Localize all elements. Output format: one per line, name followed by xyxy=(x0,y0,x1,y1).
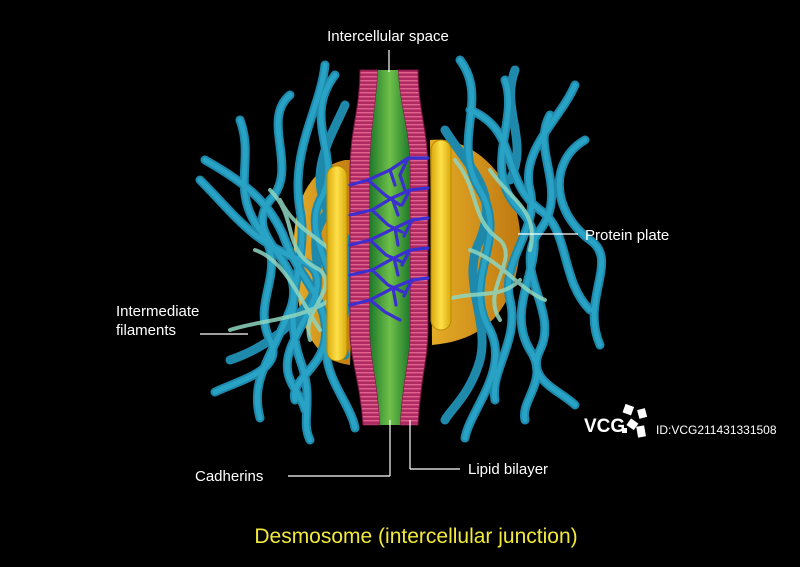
intercellular-space-region xyxy=(370,70,410,425)
diagram-title: Desmosome (intercellular junction) xyxy=(254,525,577,548)
plaque-left xyxy=(326,165,348,362)
vcg-watermark: VCG ID:VCG211431331508 xyxy=(584,403,777,438)
intermediate-filaments-right xyxy=(440,55,606,443)
leader-lines xyxy=(200,50,578,477)
plaque-right xyxy=(430,139,452,331)
watermark-id: ID:VCG211431331508 xyxy=(656,423,777,437)
cadherins xyxy=(348,156,430,322)
label-intermediate-filaments-line2: filaments xyxy=(116,322,176,339)
label-intercellular-space: Intercellular space xyxy=(327,28,449,45)
label-intermediate-filaments-line1: Intermediate xyxy=(116,303,199,320)
label-cadherins: Cadherins xyxy=(195,468,263,485)
label-protein-plate: Protein plate xyxy=(585,227,669,244)
watermark-brand: VCG xyxy=(584,416,625,437)
label-lipid-bilayer: Lipid bilayer xyxy=(468,461,548,478)
vcg-logo-icon xyxy=(622,403,648,438)
